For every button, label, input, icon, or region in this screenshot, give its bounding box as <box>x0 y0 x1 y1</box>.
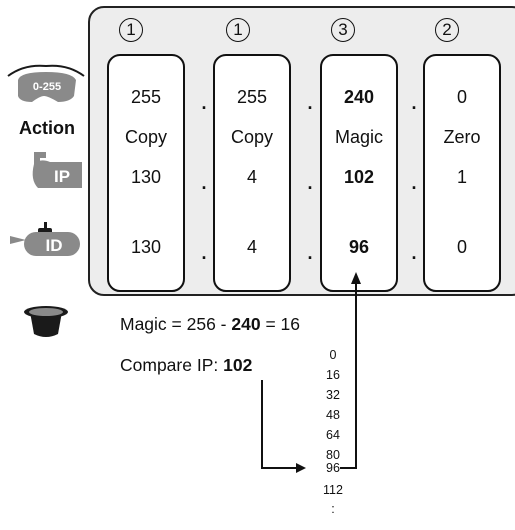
ip-value: 1 <box>456 167 467 187</box>
mailbox-ip-icon: IP <box>32 152 82 188</box>
id-value: 4 <box>246 237 257 257</box>
mask-value: 0 <box>456 87 467 107</box>
id-value: 0 <box>456 237 467 257</box>
subnet-mask-icon: 0-255 <box>7 64 85 102</box>
octet-column-3: 240 Magic 102 96 <box>320 54 398 292</box>
sequence-item: 16 <box>326 368 340 382</box>
id-icon-label: ID <box>46 236 63 255</box>
mask-value: 240 <box>343 87 375 107</box>
magic-hat-icon <box>24 306 68 337</box>
arrow-head-right <box>296 463 306 473</box>
sequence-item: 64 <box>326 428 340 442</box>
step-number-col1: 1 <box>119 18 143 42</box>
ip-value: 4 <box>246 167 257 187</box>
separator-dot: . <box>201 243 207 263</box>
arrow-head-up <box>351 272 361 284</box>
step-number-col3: 3 <box>331 18 355 42</box>
submarine-id-icon: ID <box>10 222 80 256</box>
sequence-item: 32 <box>326 388 340 402</box>
sequence-item: 80 <box>326 448 340 462</box>
step-number-col4: 2 <box>435 18 459 42</box>
arrow-heads <box>296 272 361 473</box>
step-number-col2: 1 <box>226 18 250 42</box>
mask-value: 255 <box>236 87 268 107</box>
separator-dot: . <box>201 93 207 113</box>
subnet-table-panel: 1 255 Copy 130 130 1 255 Copy 4 4 3 240 … <box>88 6 515 296</box>
separator-dot: . <box>307 93 313 113</box>
ip-value: 102 <box>343 167 375 187</box>
action-value: Copy <box>230 127 274 147</box>
flow-arrows <box>261 282 357 469</box>
sequence-item: 48 <box>326 408 340 422</box>
octet-column-1: 255 Copy 130 130 <box>107 54 185 292</box>
action-value: Zero <box>443 127 481 147</box>
separator-dot: . <box>307 243 313 263</box>
sequence-item-highlight: 96 <box>326 461 340 475</box>
separator-dot: . <box>411 93 417 113</box>
sequence-item: 0 <box>329 348 337 362</box>
separator-dot: . <box>307 173 313 193</box>
sequence-ellipsis: : <box>331 502 335 516</box>
separator-dot: . <box>411 243 417 263</box>
separator-dot: . <box>411 173 417 193</box>
action-value: Magic <box>334 127 383 147</box>
separator-dot: . <box>201 173 207 193</box>
action-value: Copy <box>124 127 168 147</box>
mask-icon-label: 0-255 <box>33 81 61 93</box>
ip-value: 130 <box>130 167 162 187</box>
compare-ip-line: Compare IP: 102 <box>120 355 253 375</box>
id-value: 130 <box>130 237 162 257</box>
octet-column-2: 255 Copy 4 4 <box>213 54 291 292</box>
id-value: 96 <box>348 237 370 257</box>
magic-formula: Magic = 256 - 240 = 16 <box>120 314 300 334</box>
ip-icon-label: IP <box>54 167 70 186</box>
sequence-item: 112 <box>323 483 343 497</box>
mask-value: 255 <box>130 87 162 107</box>
action-row-label: Action <box>19 118 75 138</box>
octet-column-4: 0 Zero 1 0 <box>423 54 501 292</box>
